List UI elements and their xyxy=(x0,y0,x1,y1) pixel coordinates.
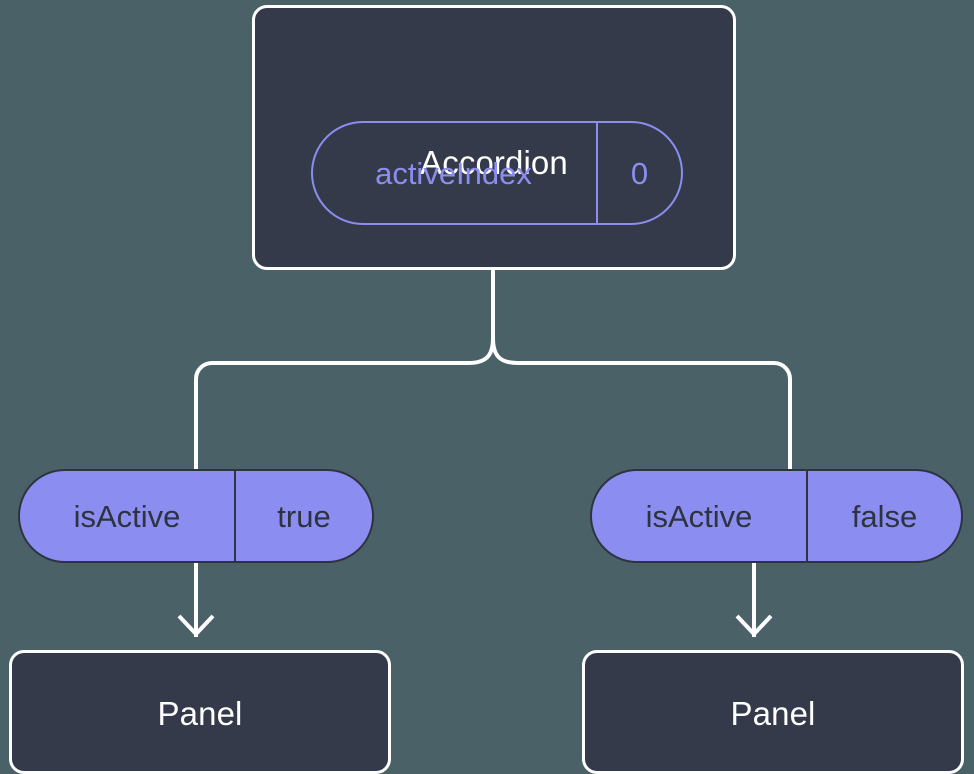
prop-pill-isactive-left-value: true xyxy=(277,498,331,534)
arrowhead-left xyxy=(177,614,215,637)
prop-pill-activeindex[interactable]: activeIndex 0 xyxy=(311,121,683,225)
node-accordion[interactable]: Accordion activeIndex 0 xyxy=(252,5,736,270)
node-panel-right[interactable]: Panel xyxy=(582,650,964,774)
connector-fork-right xyxy=(491,337,792,470)
prop-pill-activeindex-key: activeIndex xyxy=(313,123,598,223)
prop-pill-isactive-right-value: false xyxy=(851,498,918,534)
prop-pill-activeindex-value: 0 xyxy=(630,155,649,191)
arrowhead-right xyxy=(735,614,773,637)
connector-fork-left xyxy=(194,337,495,470)
prop-pill-isactive-left[interactable]: isActive true xyxy=(18,469,374,563)
node-panel-left[interactable]: Panel xyxy=(9,650,391,774)
node-panel-left-title: Panel xyxy=(157,694,243,732)
prop-pill-isactive-right-key: isActive xyxy=(592,471,808,561)
node-panel-right-title: Panel xyxy=(730,694,816,732)
node-accordion-title: Accordion xyxy=(420,143,568,181)
prop-pill-isactive-left-key: isActive xyxy=(20,471,236,561)
prop-pill-isactive-right[interactable]: isActive false xyxy=(590,469,963,563)
